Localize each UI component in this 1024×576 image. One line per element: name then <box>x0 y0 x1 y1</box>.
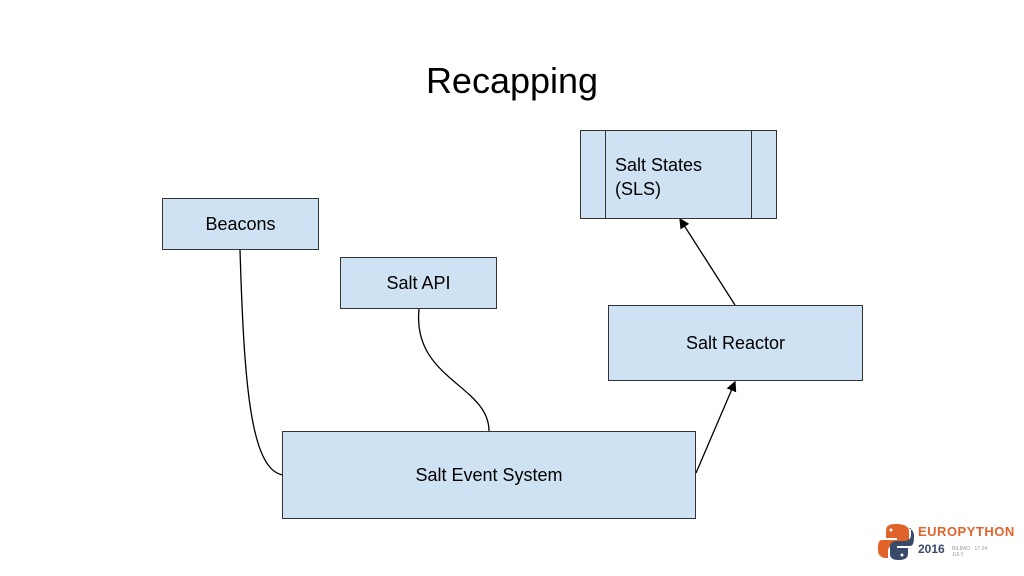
logo-tagline: BILBAO · 17-24 JULY <box>952 546 988 558</box>
salt-api-node: Salt API <box>340 257 497 309</box>
sls-right-bar <box>751 131 752 218</box>
salt-states-line1: Salt States <box>615 155 703 175</box>
reactor-to-states-arrow <box>679 217 736 306</box>
salt-event-system-label: Salt Event System <box>415 464 563 485</box>
logo-wordmark: EUROPYTHON <box>918 524 1015 539</box>
api-to-event-link <box>418 308 490 433</box>
event-to-reactor-arrow <box>695 380 737 474</box>
sls-left-bar <box>605 131 606 218</box>
salt-reactor-node: Salt Reactor <box>608 305 863 381</box>
europython-logo: EUROPYTHON 2016 BILBAO · 17-24 JULY <box>878 520 1014 564</box>
salt-states-label: Salt States (SLS) <box>615 153 702 201</box>
beacons-label: Beacons <box>205 213 276 234</box>
salt-api-label: Salt API <box>386 272 451 293</box>
salt-states-node: Salt States (SLS) <box>580 130 777 219</box>
slide-title: Recapping <box>425 60 599 101</box>
salt-reactor-label: Salt Reactor <box>685 332 786 353</box>
salt-states-line2: (SLS) <box>615 179 662 199</box>
salt-event-system-node: Salt Event System <box>282 431 696 519</box>
beacons-to-event-link <box>239 249 284 476</box>
beacons-node: Beacons <box>162 198 319 250</box>
logo-year: 2016 <box>918 542 945 556</box>
python-snake-icon <box>878 524 914 560</box>
